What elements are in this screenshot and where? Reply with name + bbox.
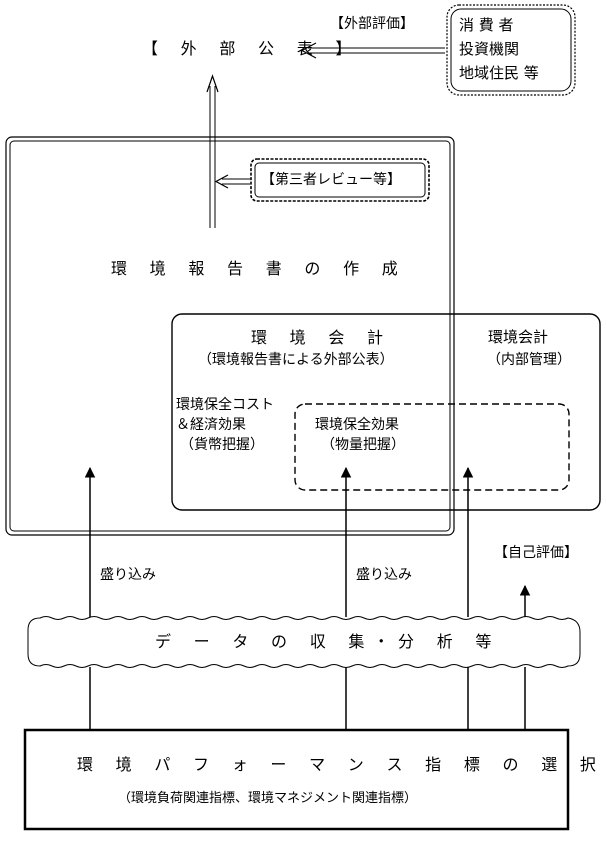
- report-boundary-inner: [9, 140, 451, 532]
- external-evaluation-label: 【外部評価】: [330, 16, 414, 32]
- self-evaluation-label: 【自己評価】: [494, 545, 578, 561]
- external-publication-label: 【 外 部 公 表 】: [142, 39, 361, 58]
- env-accounting-external-title: 環 境 会 計: [251, 328, 392, 347]
- cost-effect-line-2: ＆経済効果: [176, 417, 246, 433]
- indicator-selection-title: 環 境 パ フ ォ ー マ ン ス 指 標 の 選 択: [77, 755, 605, 774]
- stakeholder-investors: 投資機関: [459, 40, 520, 58]
- data-collection-box: [27, 616, 581, 668]
- indicator-selection-subtitle: （環境負荷関連指標、環境マネジメント関連指標）: [118, 791, 418, 806]
- env-accounting-internal-title: 環境会計: [488, 328, 549, 346]
- report-creation-label: 環 境 報 告 書 の 作 成: [111, 259, 407, 278]
- report-boundary-outer: [5, 136, 455, 536]
- third-party-review-arrow: [214, 174, 250, 189]
- stakeholder-residents: 地域住民 等: [459, 64, 539, 82]
- publication-arrow: [206, 74, 219, 228]
- third-party-review-box-inner: [254, 162, 426, 198]
- third-party-review-box-outer: [250, 158, 430, 202]
- conservation-effect-box: [294, 403, 570, 491]
- third-party-review-label: 【第三者レビュー等】: [261, 172, 401, 188]
- conservation-effect-line-2: （物量把握）: [321, 437, 405, 453]
- external-evaluation-arrow: [300, 42, 445, 59]
- stakeholder-consumers: 消 費 者: [459, 16, 514, 34]
- cost-effect-line-1: 環境保全コスト: [176, 397, 274, 413]
- env-accounting-box: [171, 313, 601, 511]
- env-accounting-external-subtitle: （環境報告書による外部公表）: [198, 352, 394, 368]
- indicator-selection-box: [23, 728, 570, 831]
- stakeholders-box-outer: [446, 4, 576, 96]
- stakeholders-box-inner: [450, 8, 572, 92]
- cost-effect-line-3: （貨幣把握）: [180, 437, 264, 453]
- conservation-effect-line-1: 環境保全効果: [315, 417, 399, 433]
- data-collection-label: デ ー タ の 収 集・分 析 等: [155, 632, 501, 651]
- incorporate-label-left: 盛り込み: [100, 567, 156, 583]
- incorporate-label-right: 盛り込み: [356, 567, 412, 583]
- env-accounting-internal-subtitle: （内部管理）: [487, 352, 571, 368]
